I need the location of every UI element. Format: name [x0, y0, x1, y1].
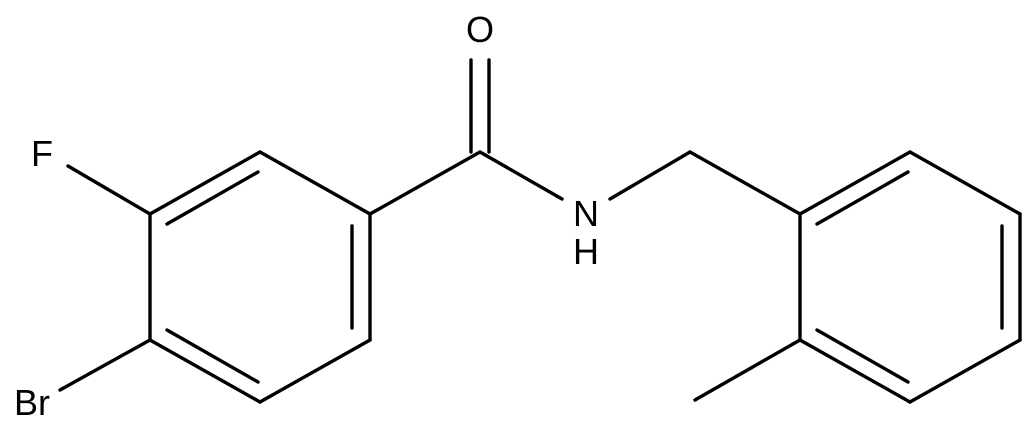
bond	[798, 338, 912, 404]
atom-label-oxygen: O	[466, 9, 494, 50]
atom-label-nitrogen: N	[573, 193, 599, 234]
bond	[815, 170, 910, 226]
bond	[258, 150, 372, 216]
bond	[258, 338, 372, 404]
atom-label-fluorine: F	[31, 133, 53, 174]
bond-ring-carbonyl	[368, 150, 482, 216]
bond	[815, 328, 910, 384]
bond	[798, 150, 912, 216]
bond	[908, 338, 1022, 404]
bond-c-f	[66, 164, 152, 216]
bond-c-br	[58, 338, 152, 392]
bond-ch2-ring	[688, 150, 802, 216]
atom-label-bromine: Br	[14, 382, 50, 423]
bond	[148, 338, 262, 404]
bond-methyl	[693, 338, 802, 402]
bond	[148, 150, 262, 216]
bond	[908, 150, 1022, 216]
right-ring	[798, 150, 1022, 404]
atom-label-hydrogen: H	[573, 231, 599, 272]
bond-c-n	[478, 150, 564, 201]
bond	[165, 170, 260, 226]
bond	[165, 328, 260, 384]
bond-n-ch2	[608, 150, 692, 201]
left-ring	[148, 150, 372, 404]
